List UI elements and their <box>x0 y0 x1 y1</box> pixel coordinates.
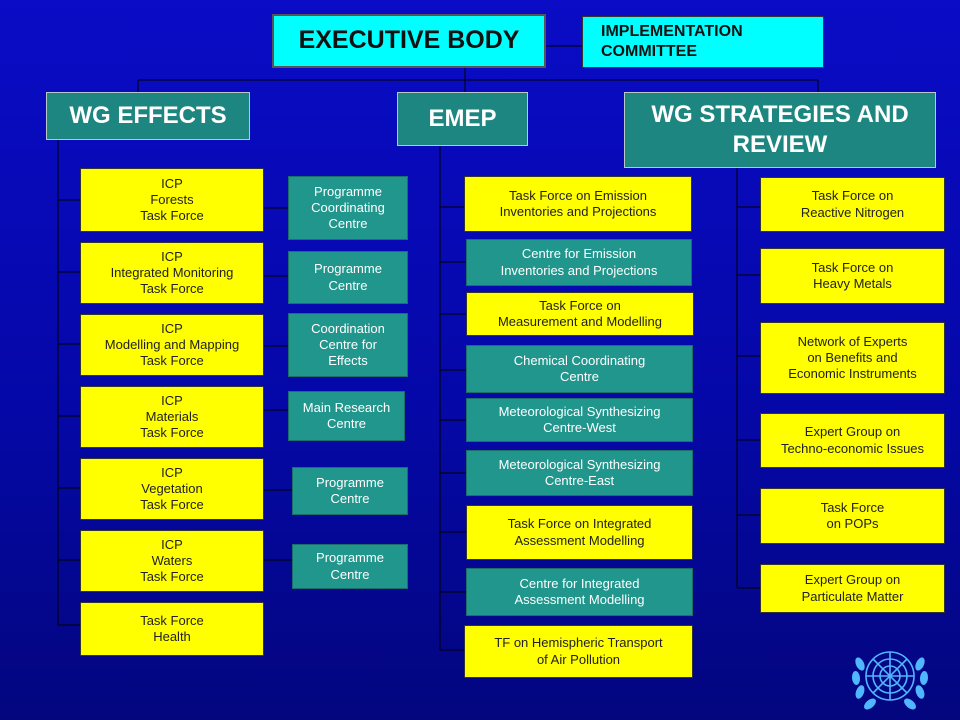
msc-east-box: Meteorological Synthesizing Centre-East <box>466 450 693 496</box>
icp-waters-box: ICP Waters Task Force <box>80 530 264 592</box>
emep-header: EMEP <box>397 92 528 146</box>
icp-vegetation-box: ICP Vegetation Task Force <box>80 458 264 520</box>
tf-integrated-assessment-box: Task Force on Integrated Assessment Mode… <box>466 505 693 560</box>
expert-group-techno-economic-box: Expert Group on Techno-economic Issues <box>760 413 945 468</box>
centre-emission-inventories-box: Centre for Emission Inventories and Proj… <box>466 239 692 286</box>
programme-centre-waters-box: Programme Centre <box>292 544 408 589</box>
wg-strategies-header: WG STRATEGIES AND REVIEW <box>624 92 936 168</box>
tf-pops-box: Task Force on POPs <box>760 488 945 544</box>
chemical-coordinating-centre-box: Chemical Coordinating Centre <box>466 345 693 393</box>
icp-modelling-mapping-box: ICP Modelling and Mapping Task Force <box>80 314 264 376</box>
task-force-health-box: Task Force Health <box>80 602 264 656</box>
icp-forests-box: ICP Forests Task Force <box>80 168 264 232</box>
executive-body-box: EXECUTIVE BODY <box>272 14 546 68</box>
icp-integrated-monitoring-box: ICP Integrated Monitoring Task Force <box>80 242 264 304</box>
programme-centre-vegetation-box: Programme Centre <box>292 467 408 515</box>
msc-west-box: Meteorological Synthesizing Centre-West <box>466 398 693 442</box>
programme-coordinating-centre-box: Programme Coordinating Centre <box>288 176 408 240</box>
network-experts-benefits-box: Network of Experts on Benefits and Econo… <box>760 322 945 394</box>
tf-measurement-modelling-box: Task Force on Measurement and Modelling <box>466 292 694 336</box>
icp-materials-box: ICP Materials Task Force <box>80 386 264 448</box>
tf-hemispheric-transport-box: TF on Hemispheric Transport of Air Pollu… <box>464 625 693 678</box>
wg-effects-header: WG EFFECTS <box>46 92 250 140</box>
expert-group-particulate-matter-box: Expert Group on Particulate Matter <box>760 564 945 613</box>
programme-centre-box: Programme Centre <box>288 251 408 304</box>
centre-integrated-assessment-box: Centre for Integrated Assessment Modelli… <box>466 568 693 616</box>
tf-heavy-metals-box: Task Force on Heavy Metals <box>760 248 945 304</box>
tf-reactive-nitrogen-box: Task Force on Reactive Nitrogen <box>760 177 945 232</box>
un-emblem-icon <box>851 651 929 710</box>
implementation-committee-box: IMPLEMENTATION COMMITTEE <box>582 16 824 68</box>
main-research-centre-box: Main Research Centre <box>288 391 405 441</box>
tf-emission-inventories-box: Task Force on Emission Inventories and P… <box>464 176 692 232</box>
coordination-centre-effects-box: Coordination Centre for Effects <box>288 313 408 377</box>
